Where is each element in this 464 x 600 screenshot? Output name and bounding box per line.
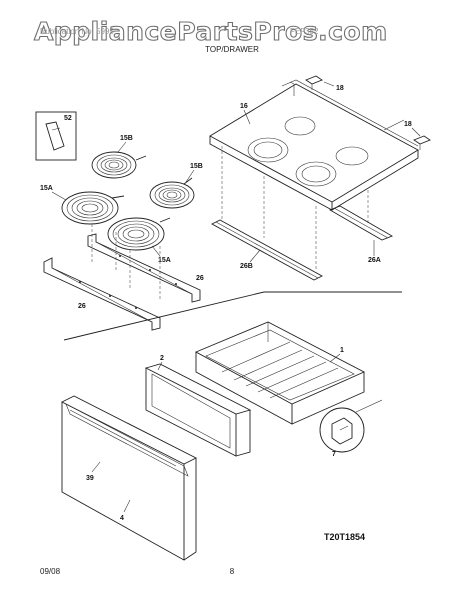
- part-15A-element-right: [107, 217, 171, 251]
- label-18-top: 18: [336, 85, 344, 92]
- label-39: 39: [86, 475, 94, 482]
- section-separator-line: [63, 291, 402, 341]
- label-15B-right: 15B: [190, 163, 203, 170]
- label-15B-left: 15B: [120, 135, 133, 142]
- label-18-right: 18: [404, 121, 412, 128]
- label-26-upper: 26: [196, 275, 204, 282]
- watermark-text: AppliancePartsPros.com: [34, 17, 388, 46]
- label-1: 1: [340, 347, 344, 354]
- part-18-clip-top: [305, 75, 323, 90]
- label-26B: 26B: [240, 263, 253, 270]
- part-7-glide-detail-callout: [319, 399, 383, 453]
- part-26A-rail: [328, 205, 394, 241]
- footer-page-number: 8: [230, 567, 235, 576]
- part-2-drawer-frame: [144, 363, 252, 457]
- part-16-cooktop-glass: [209, 79, 419, 211]
- diagram-code: T20T1854: [324, 532, 365, 542]
- label-7: 7: [332, 451, 336, 458]
- footer-date: 09/08: [40, 567, 61, 576]
- label-15A-left: 15A: [40, 185, 53, 192]
- part-52-knob-insert: [35, 111, 77, 161]
- label-16: 16: [240, 103, 248, 110]
- part-18-clip-right: [413, 135, 431, 150]
- part-4-drawer-front-panel: [61, 395, 197, 561]
- part-26B-rail: [211, 219, 323, 281]
- part-15B-element-left: [91, 151, 147, 179]
- model-number: FEF352: [290, 27, 319, 36]
- label-4: 4: [120, 515, 124, 522]
- part-26-support-bracket-lower: [43, 257, 161, 331]
- label-52: 52: [64, 115, 72, 122]
- part-1-drawer-body: [194, 321, 366, 425]
- part-26-support-bracket-upper: [87, 233, 201, 303]
- label-15A-right: 15A: [158, 257, 171, 264]
- label-26A: 26A: [368, 257, 381, 264]
- label-26-lower: 26: [78, 303, 86, 310]
- part-15B-element-right: [149, 177, 195, 209]
- publication-number: Publication No. 5995: [40, 27, 114, 36]
- section-title: TOP/DRAWER: [205, 45, 259, 54]
- label-2: 2: [160, 355, 164, 362]
- part-15A-element-left: [61, 191, 125, 225]
